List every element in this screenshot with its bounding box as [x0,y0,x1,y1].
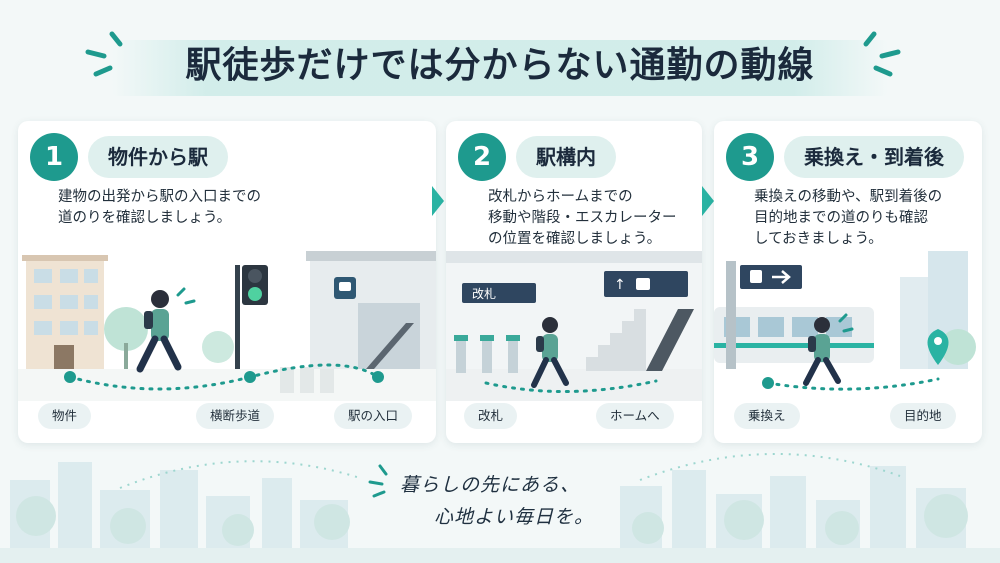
title-band [112,40,888,96]
location-pin-icon [927,329,949,365]
step-card-3: 3 乗換え・到着後 乗換えの移動や、駅到着後の 目的地までの道のりも確認 してお… [714,121,982,443]
commuter-figure-icon [803,317,841,386]
transfer-sign [740,265,802,289]
stop-label: 改札 [464,403,518,429]
train-icon [636,278,650,290]
sparkle-left-icon [85,31,123,77]
step-heading: 駅構内 [516,136,616,178]
sparkle-tagline-icon [368,464,388,498]
stop-label: 目的地 [890,403,956,429]
tagline-line-2: 心地よい毎日を。 [434,506,595,528]
step-heading: 乗換え・到着後 [784,136,964,178]
route-illustration-home-to-station [18,251,436,401]
gate-sign-label: 改札 [472,287,496,301]
step-card-2: 2 駅構内 改札からホームまでの 移動や階段・エスカレーター の位置を確認しまし… [446,121,702,443]
apartment-building-icon [22,255,108,369]
step-description: 改札からホームまでの 移動や階段・エスカレーター の位置を確認しましょう。 [488,189,677,247]
ticket-gates [454,335,520,373]
step-description: 建物の出発から駅の入口までの 道のりを確認しましょう。 [58,189,261,226]
step-heading: 物件から駅 [88,136,228,178]
step-description: 乗換えの移動や、駅到着後の 目的地までの道のりも確認 しておきましょう。 [754,189,943,247]
stop-label: 物件 [38,403,92,429]
stop-label: 駅の入口 [334,403,413,429]
stop-label: 乗換え [734,403,800,429]
pedestrian-signal-icon [235,265,268,369]
train-icon [750,270,762,283]
arrow-right-icon [772,270,791,284]
train-car [714,307,874,363]
stop-label: ホームへ [596,403,674,429]
step-number: 2 [458,133,506,181]
escalator [646,309,694,371]
transfer-arrival-illustration [714,251,976,391]
commuter-figure-icon [136,290,182,373]
commuter-figure-icon [531,317,569,388]
page-title: 駅徒歩だけでは分からない通勤の動線 [185,45,815,86]
sparkle-right-icon [863,31,901,77]
tagline-line-1: 暮らしの先にある、 [400,474,581,496]
step-number: 3 [726,133,774,181]
stop-label: 横断歩道 [196,403,275,429]
gate-sign [462,283,536,303]
next-step-arrow-icon [702,186,714,216]
step-card-1: 1 物件から駅 建物の出発から駅の入口までの 道のりを確認しましょう。 [18,121,436,443]
station-entrance-icon [306,251,436,369]
step-number: 1 [30,133,78,181]
next-step-arrow-icon [432,186,444,216]
arrow-up-icon: ↑ [614,277,626,293]
station-interior-illustration: 改札 ↑ [446,251,702,401]
